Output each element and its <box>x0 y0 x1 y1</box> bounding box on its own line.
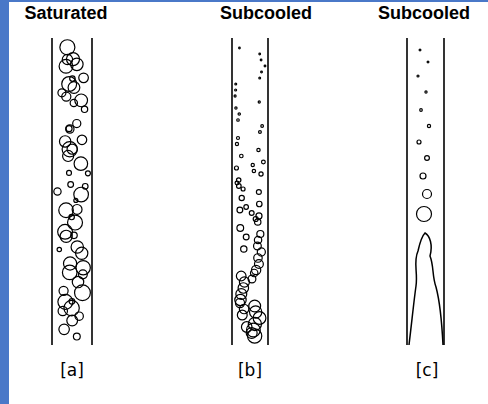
bubble <box>241 246 247 252</box>
condition-label: Subcooled <box>220 3 312 24</box>
bubble <box>238 283 248 293</box>
bubble <box>71 58 83 70</box>
bubble <box>234 166 238 170</box>
bubble <box>235 83 237 85</box>
bubble <box>77 135 86 144</box>
condition-label: Saturated <box>24 3 107 24</box>
bubble <box>259 77 261 79</box>
bubble <box>238 113 240 115</box>
bubble <box>62 142 77 157</box>
bubble <box>254 260 263 269</box>
bubble <box>259 131 262 134</box>
bubble <box>235 142 238 145</box>
bubble <box>257 201 262 206</box>
bubble <box>259 53 261 55</box>
bubble <box>79 73 89 83</box>
bubble <box>237 119 240 122</box>
slide-border <box>0 0 9 404</box>
bubble <box>73 333 80 340</box>
bubble <box>63 150 74 161</box>
vapor-slug <box>409 233 443 345</box>
bubble <box>261 125 264 128</box>
bubble <box>58 306 67 315</box>
bubble <box>419 49 421 51</box>
bubble <box>264 65 266 67</box>
bubble <box>259 172 263 176</box>
bubble <box>68 182 74 188</box>
bubble <box>423 190 432 199</box>
bubble <box>255 219 261 225</box>
bubble <box>78 270 87 279</box>
bubble <box>260 59 262 61</box>
bubble <box>417 75 419 77</box>
bubble <box>420 109 423 112</box>
bubble <box>420 173 426 179</box>
bubble <box>234 95 236 97</box>
bubbles <box>54 40 432 343</box>
bubble <box>74 187 89 202</box>
bubble <box>257 148 260 151</box>
bubble <box>57 247 61 251</box>
bubble <box>66 125 74 133</box>
bubble <box>256 190 261 195</box>
bubble <box>75 285 91 301</box>
bubble <box>237 225 244 232</box>
bubble <box>239 195 244 200</box>
bubble <box>427 61 429 63</box>
figure-label: [b] <box>238 360 262 380</box>
bubble <box>417 207 432 222</box>
bubble <box>239 304 248 313</box>
bubble <box>71 232 78 239</box>
bubble <box>237 310 247 320</box>
bubble <box>81 106 87 112</box>
bubble <box>261 71 263 73</box>
bubble <box>73 119 81 127</box>
bubble <box>74 157 88 171</box>
bubble <box>236 137 239 140</box>
bubble <box>427 124 430 127</box>
bubble <box>253 312 266 325</box>
bubble <box>243 234 249 240</box>
slide-border <box>0 0 488 2</box>
bubble <box>240 154 244 158</box>
bubble <box>251 163 254 166</box>
bubble <box>68 215 83 230</box>
bubble <box>75 312 83 320</box>
bubble <box>235 107 237 109</box>
bubble <box>54 188 61 195</box>
bubble <box>244 205 249 210</box>
bubble <box>67 315 78 326</box>
bubble <box>70 99 77 106</box>
tube-walls <box>52 38 444 345</box>
bubble <box>59 203 74 218</box>
bubble <box>249 211 254 216</box>
bubble <box>417 140 421 144</box>
condition-label: Subcooled <box>378 3 470 24</box>
bubble <box>62 92 71 101</box>
bubble <box>237 207 243 213</box>
bubble <box>241 187 245 191</box>
bubble <box>59 324 70 335</box>
bubble <box>236 184 241 189</box>
bubble <box>76 247 88 259</box>
figure-label: [c] <box>416 360 439 380</box>
bubble <box>236 271 246 281</box>
bubble <box>425 156 430 161</box>
bubble <box>63 257 76 270</box>
figure-label: [a] <box>60 360 84 380</box>
bubble <box>67 170 72 175</box>
bubble <box>239 47 241 49</box>
bubble <box>258 101 260 103</box>
bubble <box>425 91 427 93</box>
bubble <box>74 198 78 202</box>
bubble <box>248 329 262 343</box>
bubble <box>235 89 237 91</box>
bubble <box>252 169 255 172</box>
bubble <box>262 160 266 164</box>
bubble <box>85 171 90 176</box>
bubble <box>256 213 262 219</box>
